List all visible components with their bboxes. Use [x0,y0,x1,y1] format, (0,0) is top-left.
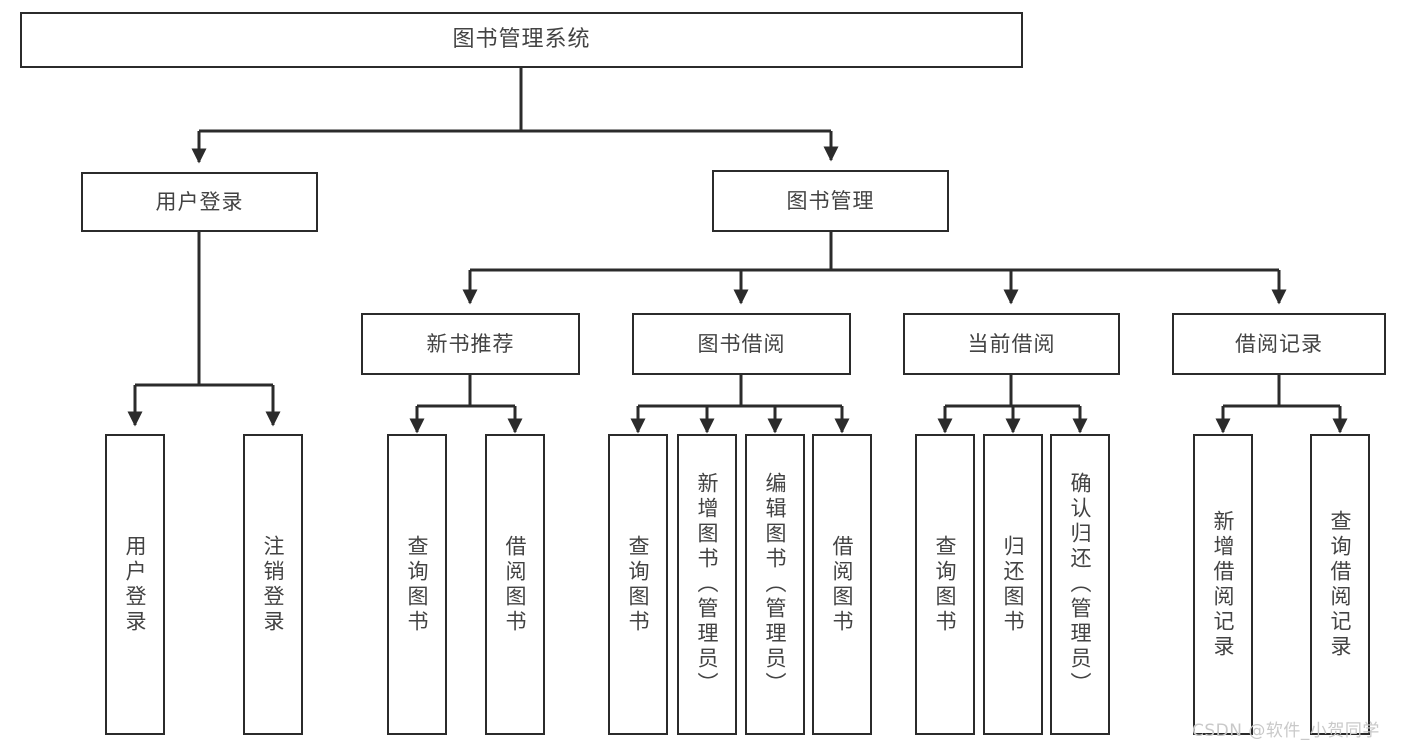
leaf-current-borrow-confirm-return-admin[interactable]: 确认归还（管理员） [1050,434,1110,735]
leaf-book-borrow-query-book[interactable]: 查询图书 [608,434,668,735]
node-label: 借阅图书 [503,534,528,635]
node-borrow-record[interactable]: 借阅记录 [1172,313,1386,375]
node-label: 用户登录 [155,189,244,214]
node-book-borrow[interactable]: 图书借阅 [632,313,851,375]
node-label: 借阅记录 [1235,331,1323,356]
leaf-user-login-logout[interactable]: 注销登录 [243,434,303,735]
node-label: 当前借阅 [967,331,1056,356]
leaf-current-borrow-query-book[interactable]: 查询图书 [915,434,975,735]
leaf-new-book-query-book[interactable]: 查询图书 [387,434,447,735]
node-label: 图书借阅 [697,331,786,356]
node-label: 借阅图书 [830,534,855,635]
leaf-user-login-login[interactable]: 用户登录 [105,434,165,735]
node-label: 查询借阅记录 [1328,509,1353,660]
node-label: 编辑图书（管理员） [763,472,788,697]
node-label: 新增借阅记录 [1211,509,1236,660]
node-label: 用户登录 [123,534,148,635]
node-new-book-recommend[interactable]: 新书推荐 [361,313,580,375]
node-current-borrow[interactable]: 当前借阅 [903,313,1120,375]
node-label: 新书推荐 [426,331,515,356]
leaf-borrow-record-add-record[interactable]: 新增借阅记录 [1193,434,1253,735]
node-label: 查询图书 [933,534,958,635]
node-label: 查询图书 [405,534,430,635]
node-root-book-management-system[interactable]: 图书管理系统 [20,12,1023,68]
node-label: 注销登录 [261,534,286,635]
node-user-login[interactable]: 用户登录 [81,172,318,232]
leaf-new-book-borrow-book[interactable]: 借阅图书 [485,434,545,735]
leaf-borrow-record-query-record[interactable]: 查询借阅记录 [1310,434,1370,735]
leaf-book-borrow-add-book-admin[interactable]: 新增图书（管理员） [677,434,737,735]
node-label: 图书管理 [786,188,875,213]
leaf-book-borrow-borrow-book[interactable]: 借阅图书 [812,434,872,735]
leaf-current-borrow-return-book[interactable]: 归还图书 [983,434,1043,735]
node-label: 新增图书（管理员） [695,472,720,697]
node-label: 归还图书 [1001,534,1026,635]
node-label: 查询图书 [626,534,651,635]
node-label: 确认归还（管理员） [1068,472,1093,697]
node-label: 图书管理系统 [452,27,591,53]
csdn-watermark: CSDN @软件_小贺同学 [1192,721,1380,741]
node-book-management[interactable]: 图书管理 [712,170,949,232]
leaf-book-borrow-edit-book-admin[interactable]: 编辑图书（管理员） [745,434,805,735]
